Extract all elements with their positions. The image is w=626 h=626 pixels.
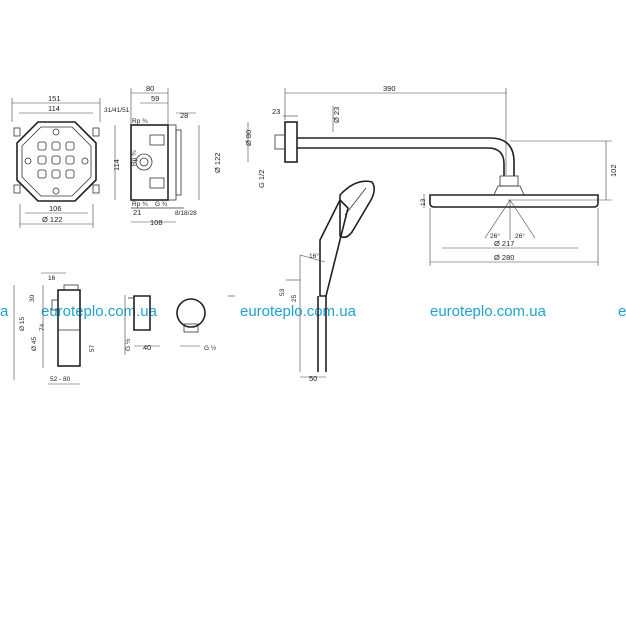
dim-8-18-28: 8/18/28: [175, 210, 197, 217]
dim-angle-26b: 26°: [515, 232, 525, 240]
dim-d122-side: Ø 122: [213, 153, 222, 173]
dim-114-side: 114: [112, 159, 121, 171]
dim-25: 25: [291, 294, 298, 302]
dim-d122-front: Ø 122: [42, 215, 62, 224]
dim-13: 13: [420, 198, 427, 206]
dim-angle-26a: 26°: [490, 232, 500, 240]
dim-390: 390: [383, 84, 396, 93]
hand-shower-view: 16° 53 25 50: [279, 180, 376, 383]
mixer-trim-view: 16 30 Ø 15 Ø 45 74 57 52 - 80: [13, 272, 96, 385]
watermark-left: a: [0, 303, 9, 320]
label-g12-b: G ½: [204, 344, 217, 352]
dim-d45: Ø 45: [31, 337, 38, 351]
watermark-1: euroteplo.com.ua: [41, 303, 158, 320]
dim-d280: Ø 280: [494, 253, 514, 262]
dim-d217: Ø 217: [494, 239, 514, 248]
dim-d15: Ø 15: [19, 317, 26, 331]
dim-59: 59: [151, 94, 159, 103]
wall-elbow-view: G ½ 40 G ½: [124, 295, 235, 355]
dim-74: 74: [39, 323, 46, 331]
label-g34: G ¾: [155, 201, 168, 208]
dim-d23: Ø 23: [332, 107, 341, 123]
dim-102: 102: [609, 164, 618, 177]
watermark-right: e: [618, 303, 626, 320]
dim-23: 23: [272, 107, 280, 116]
dim-53: 53: [279, 288, 286, 296]
box-side-view: 80 59 31/41/51 Rp ¾ Rp ¾ 114 Rp ¾ G ¾ 28…: [104, 84, 222, 227]
dim-16: 16: [48, 275, 56, 282]
box-front-view: 151 114 106 Ø 122: [11, 94, 101, 228]
dim-50: 50: [309, 374, 317, 383]
dim-31-41-51: 31/41/51: [104, 107, 130, 114]
dim-80: 80: [146, 84, 154, 93]
shower-arm-view: 390 23 Ø 23 Ø 80 G 1/2: [244, 84, 519, 188]
dim-d80: Ø 80: [244, 130, 253, 146]
dim-151: 151: [48, 94, 61, 103]
dim-40: 40: [143, 343, 151, 352]
dim-106: 106: [49, 204, 62, 213]
dim-114: 114: [48, 104, 60, 113]
label-rp34-top: Rp ¾: [132, 118, 148, 125]
dim-108: 108: [150, 218, 163, 227]
label-rp34-right: Rp ¾: [131, 150, 138, 166]
label-g12: G 1/2: [257, 170, 266, 188]
label-g12-a: G ½: [124, 338, 132, 351]
watermark-2: euroteplo.com.ua: [240, 303, 357, 320]
dim-30: 30: [29, 294, 36, 302]
overhead-shower-view: 102 13 26° 26° Ø 217 Ø 280: [420, 140, 618, 266]
dim-52-80: 52 - 80: [50, 376, 71, 383]
watermark-3: euroteplo.com.ua: [430, 303, 547, 320]
label-rp34-bottom: Rp ¾: [132, 201, 148, 208]
dim-angle-16: 16°: [309, 252, 319, 260]
dim-28: 28: [180, 111, 188, 120]
dim-21: 21: [133, 208, 141, 217]
dim-57: 57: [89, 344, 96, 352]
